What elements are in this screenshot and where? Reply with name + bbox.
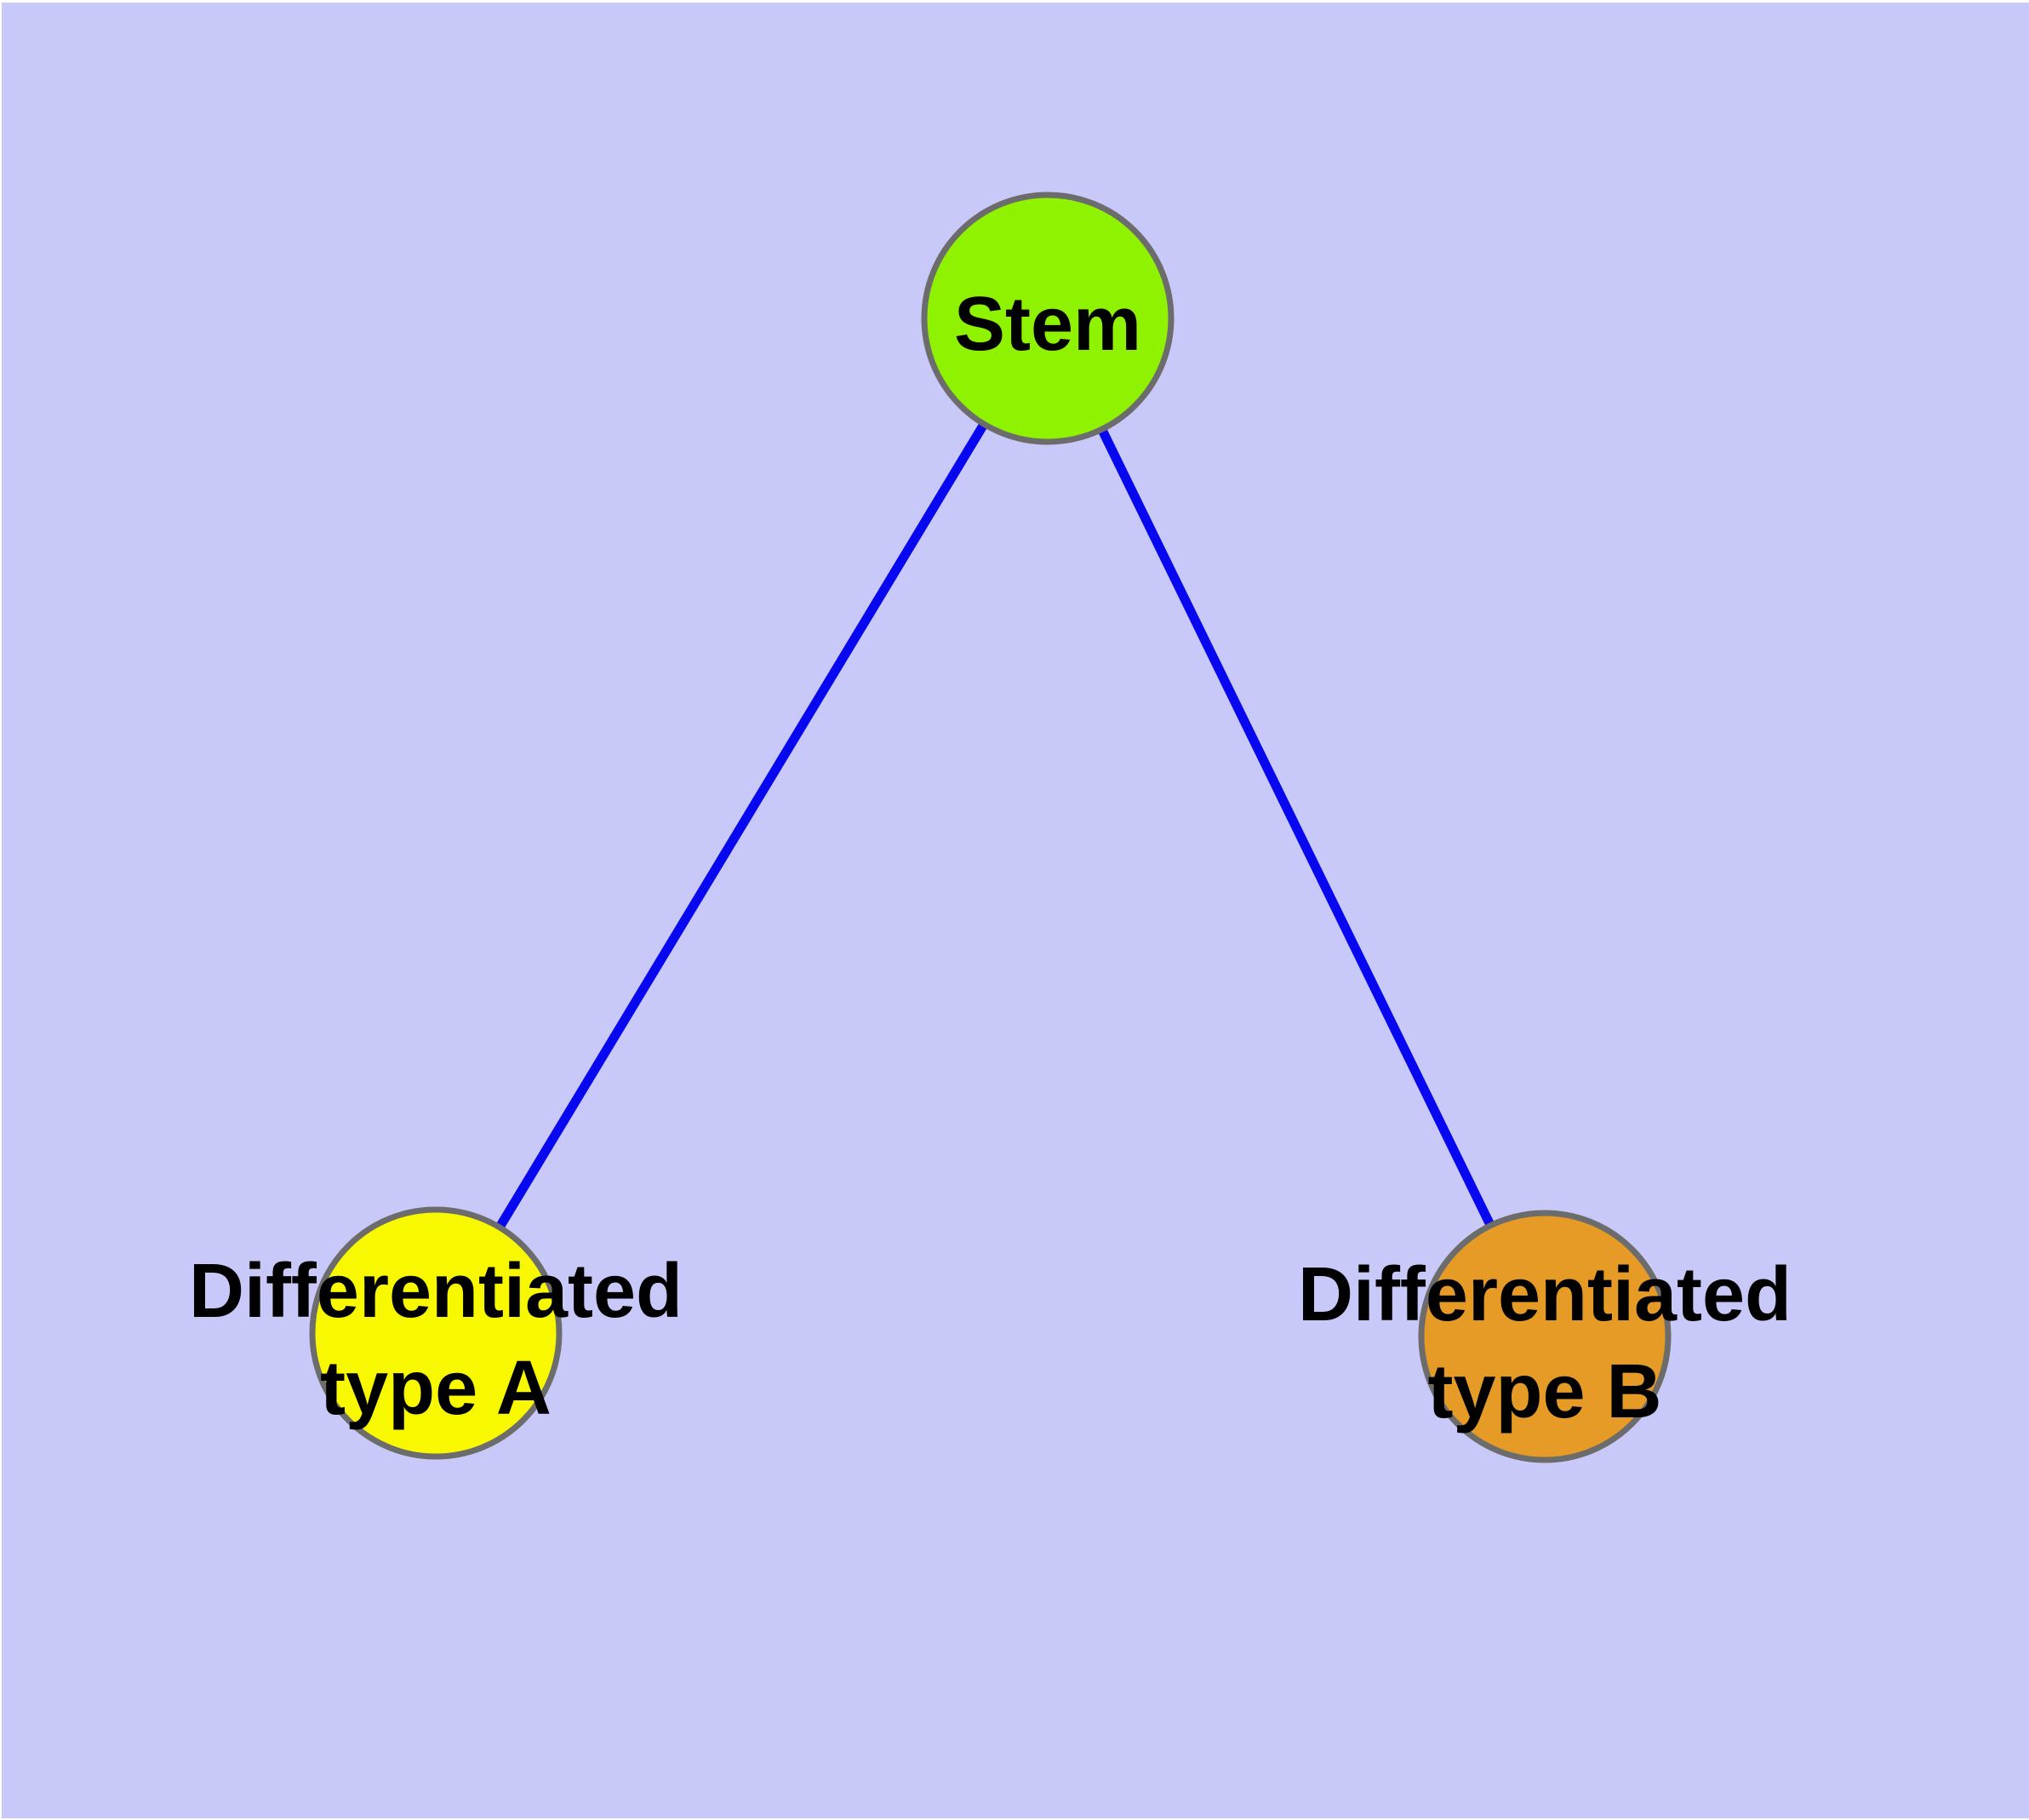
node-differentiated-type-a-label-line1: Differentiated bbox=[189, 1249, 683, 1334]
node-differentiated-type-a-circle bbox=[309, 1206, 563, 1460]
node-differentiated-type-b-label-line2: type B bbox=[1427, 1349, 1661, 1434]
node-differentiated-type-a-label-line2: type A bbox=[320, 1346, 552, 1431]
node-differentiated-type-b-circle bbox=[1418, 1210, 1672, 1463]
node-differentiated-type-b-label-line1: Differentiated bbox=[1298, 1252, 1792, 1337]
node-stem-label: Stem bbox=[954, 282, 1141, 367]
label-layer: Stem Differentiated type A Differentiate… bbox=[189, 282, 1792, 1434]
edge-stem-to-differentiated-type-a bbox=[432, 316, 1052, 1336]
edge-stem-to-differentiated-type-b bbox=[1043, 316, 1549, 1339]
edge-layer bbox=[432, 316, 1549, 1339]
node-layer bbox=[309, 192, 1672, 1463]
node-stem-circle bbox=[921, 192, 1175, 445]
